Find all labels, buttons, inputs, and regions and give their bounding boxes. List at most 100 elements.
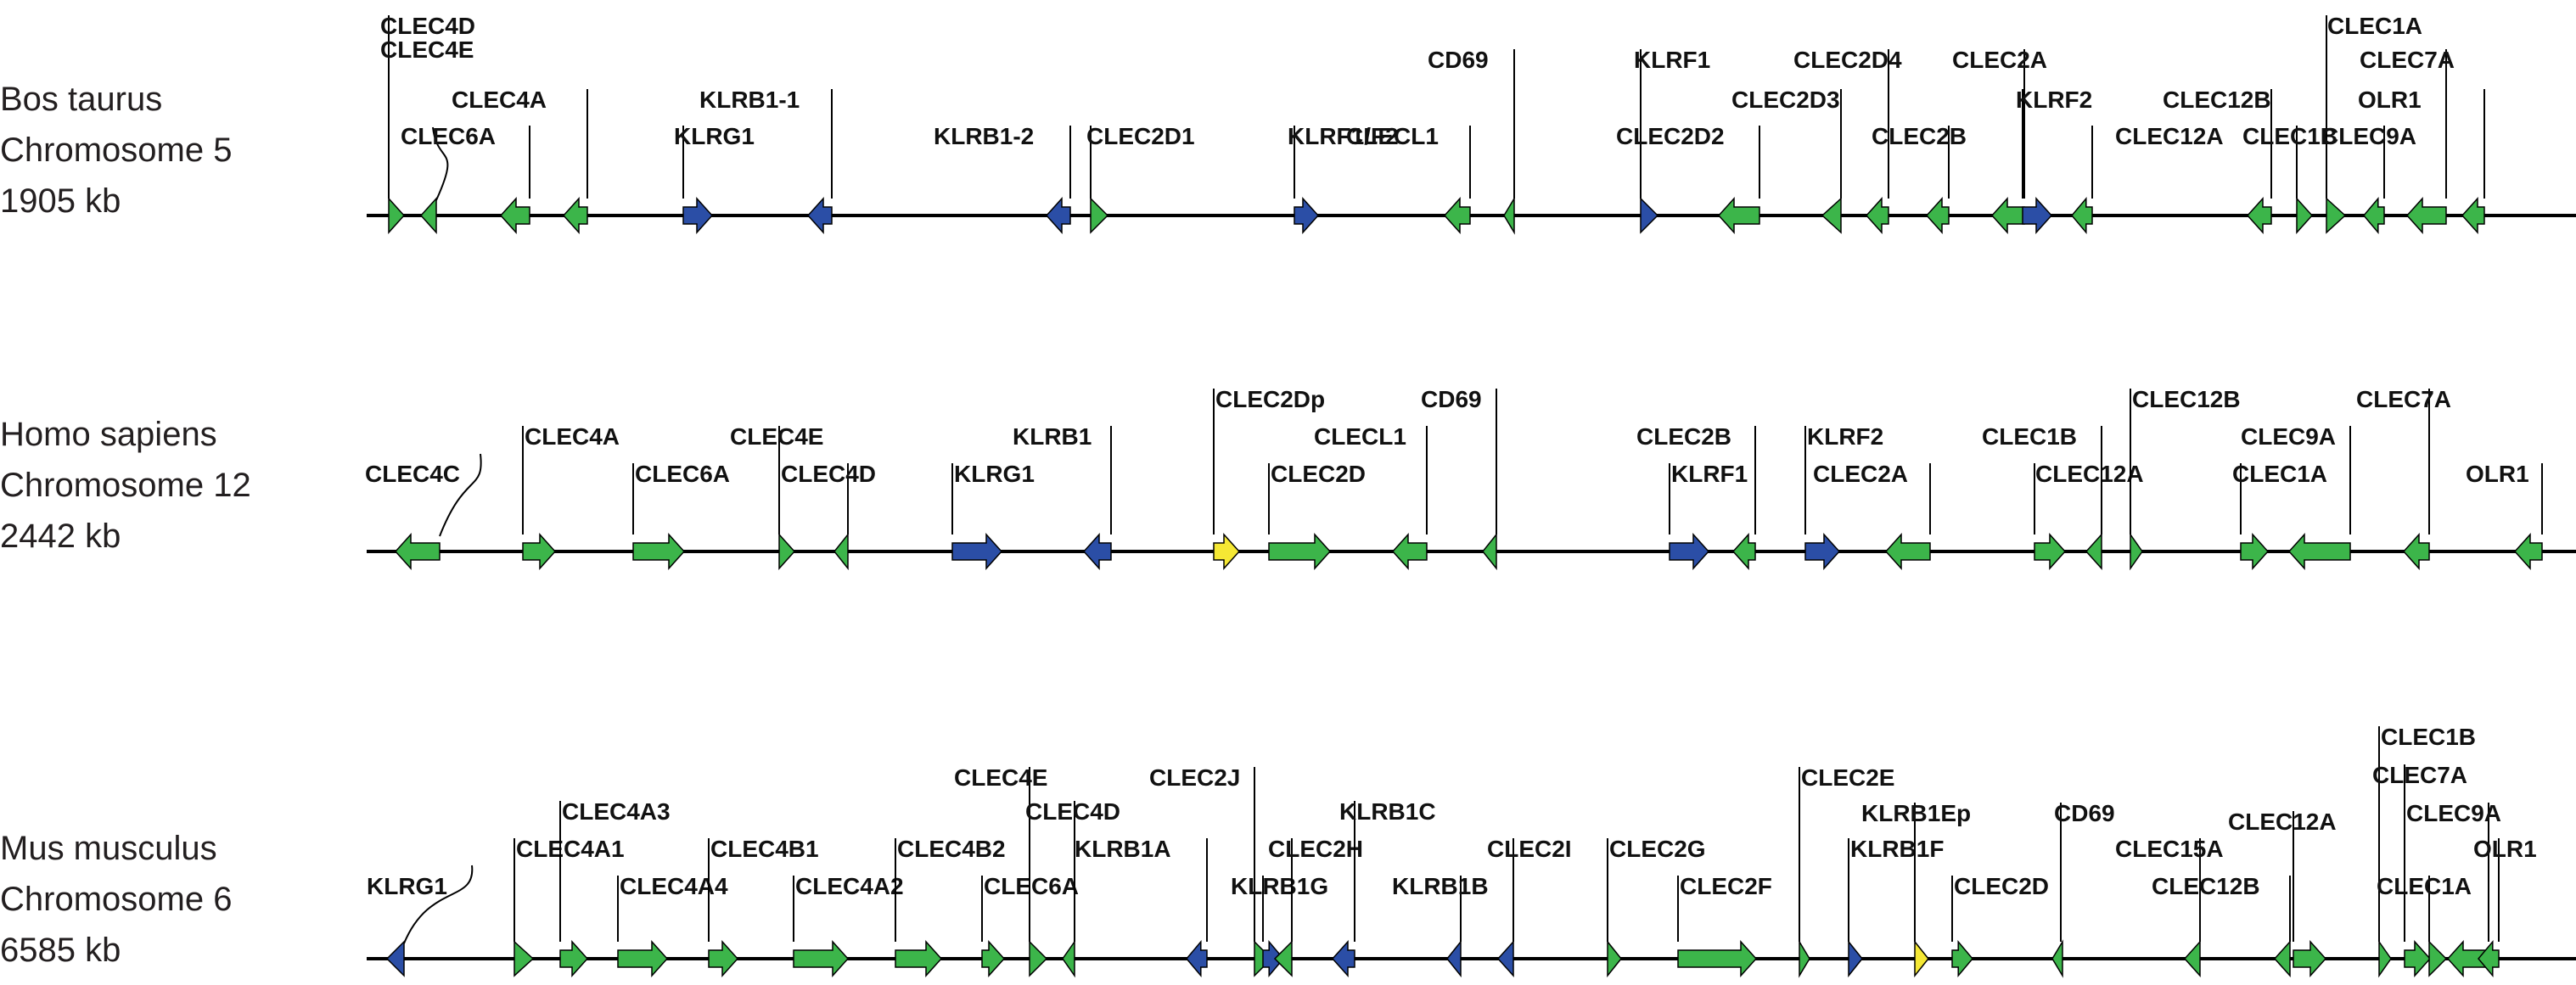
gene-arrow [1804,533,1841,570]
gene-label: CLEC2A [1813,461,1908,487]
gene-label: CLEC9A [2321,123,2416,149]
gene-label: CD69 [1428,47,1489,73]
gene-arrow [1443,197,1471,234]
gene-feature: CLEC2D3 [1731,87,1842,234]
chromosome-name: Chromosome 5 [0,132,232,169]
gene-feature: CLEC2Dp [1213,386,1325,570]
gene-label: CLEC2D3 [1731,87,1840,113]
gene-label: CLEC12A [2115,123,2224,149]
gene-arrow [617,940,669,977]
gene-arrow [1669,533,1710,570]
gene-arrow [1496,940,1514,977]
gene-label: CLEC7A [2360,47,2455,73]
gene-label: CLEC4E [380,36,474,63]
gene-feature: CLEC12B [2163,87,2272,234]
gene-arrow [2461,197,2485,234]
gene-label: CLEC1B [2381,724,2476,750]
gene-arrow [419,197,437,234]
region-length: 6585 kb [0,932,121,969]
gene-arrow [2378,939,2392,978]
gene-label: KLRB1C [1339,798,1436,825]
gene-label: CLEC12A [2035,461,2144,487]
gene-label: CLEC4B1 [710,836,819,862]
gene-arrow [1045,197,1071,234]
region-length: 1905 kb [0,182,121,220]
gene-feature: CLEC1A [2326,13,2422,234]
gene-arrow [2022,197,2053,234]
gene-arrow [2071,196,2093,235]
gene-arrow [2034,533,2067,570]
gene-arrow [793,940,850,977]
gene-feature: CLEC9A [2241,423,2351,570]
gene-feature: CLEC7A [2360,47,2455,234]
gene-feature: KLRB1G [1231,873,1328,978]
gene-label: CLEC9A [2406,800,2501,826]
gene-feature: CLEC4B1 [708,836,819,977]
gene-feature: CLEC2A [1813,461,1931,570]
gene-arrow [1607,939,1622,978]
gene-label: CLEC4A2 [795,873,904,899]
gene-label: CLEC12B [2152,873,2260,899]
gene-arrow [2130,532,2143,571]
gene-arrow [2273,940,2291,977]
leader-curve [432,126,449,201]
gene-label: CLEC12B [2163,87,2271,113]
gene-feature: CLEC1B [2242,123,2337,234]
chromosome-name: Chromosome 6 [0,881,232,918]
gene-label: CLEC4D [1025,798,1120,825]
gene-label: KLRG1 [367,873,447,899]
gene-arrow [2363,196,2385,235]
gene-feature: KLRG1 [367,865,474,977]
gene-arrow [1482,532,1497,571]
gene-arrow [1884,533,1931,570]
chromosome-track: CLEC4DCLEC4ECLEC6ACLEC4AKLRG1KLRB1-1KLRB… [367,13,2576,235]
gene-label: CLEC6A [635,461,730,487]
gene-arrow [2287,533,2351,570]
gene-label: CLEC12B [2132,386,2241,412]
gene-arrow [833,532,849,571]
gene-feature: KLRB1B [1392,873,1489,978]
gene-arrow [385,940,405,977]
gene-arrow [1799,939,1810,978]
gene-feature: CLEC1A [2232,461,2327,570]
gene-label: CLEC1B [1982,423,2077,450]
species-name: Mus musculus [0,830,217,867]
gene-arrow [2183,940,2201,977]
gene-arrow [682,197,714,234]
gene-label: CLEC1A [2232,461,2327,487]
gene-feature: KLRF1 [1669,461,1748,570]
gene-feature: CLEC4D [1025,798,1120,978]
gene-arrow [1925,197,1950,234]
gene-feature: CD69 [1421,386,1497,571]
gene-arrow [1848,939,1863,978]
gene-arrow [522,533,557,570]
gene-feature: CLEC6A [632,461,730,570]
gene-feature: CLEC4A1 [514,836,625,977]
gene-feature: CLECL1 [1314,423,1428,570]
gene-feature: CLEC4E [730,423,823,570]
gene-feature: KLRB1-1 [699,87,833,234]
gene-label: CD69 [1421,386,1482,412]
chromosome-tracks: CLEC4DCLEC4ECLEC6ACLEC4AKLRG1KLRB1-1KLRB… [365,13,2576,978]
gene-label: KLRF2 [1807,423,1883,450]
gene-arrow [1262,939,1284,978]
gene-arrow [1029,940,1048,977]
gene-feature: KLRB1C [1331,798,1436,977]
gene-label: CLEC1A [2327,13,2422,39]
gene-label: CLEC2E [1801,764,1894,791]
gene-label: CLEC4D [380,13,475,39]
gene-feature: CLEC4A2 [793,873,904,977]
gene-arrow [895,940,943,977]
gene-feature: CLEC12B [2130,386,2241,571]
gene-label: KLRB1-1 [699,87,800,113]
gene-feature: CLEC7A [2372,762,2467,977]
gene-label: OLR1 [2466,461,2529,487]
gene-arrow [1446,939,1462,978]
gene-arrow [514,940,535,977]
gene-feature: CLEC15A [2115,836,2224,977]
gene-feature: CD69 [1428,47,1515,235]
gene-label: CLEC4A4 [620,873,728,899]
gene-feature: CLEC4C [365,453,482,570]
chromosome-track: KLRG1CLEC4A1CLEC4A3CLEC4A4CLEC4B1CLEC4A2… [367,724,2576,978]
